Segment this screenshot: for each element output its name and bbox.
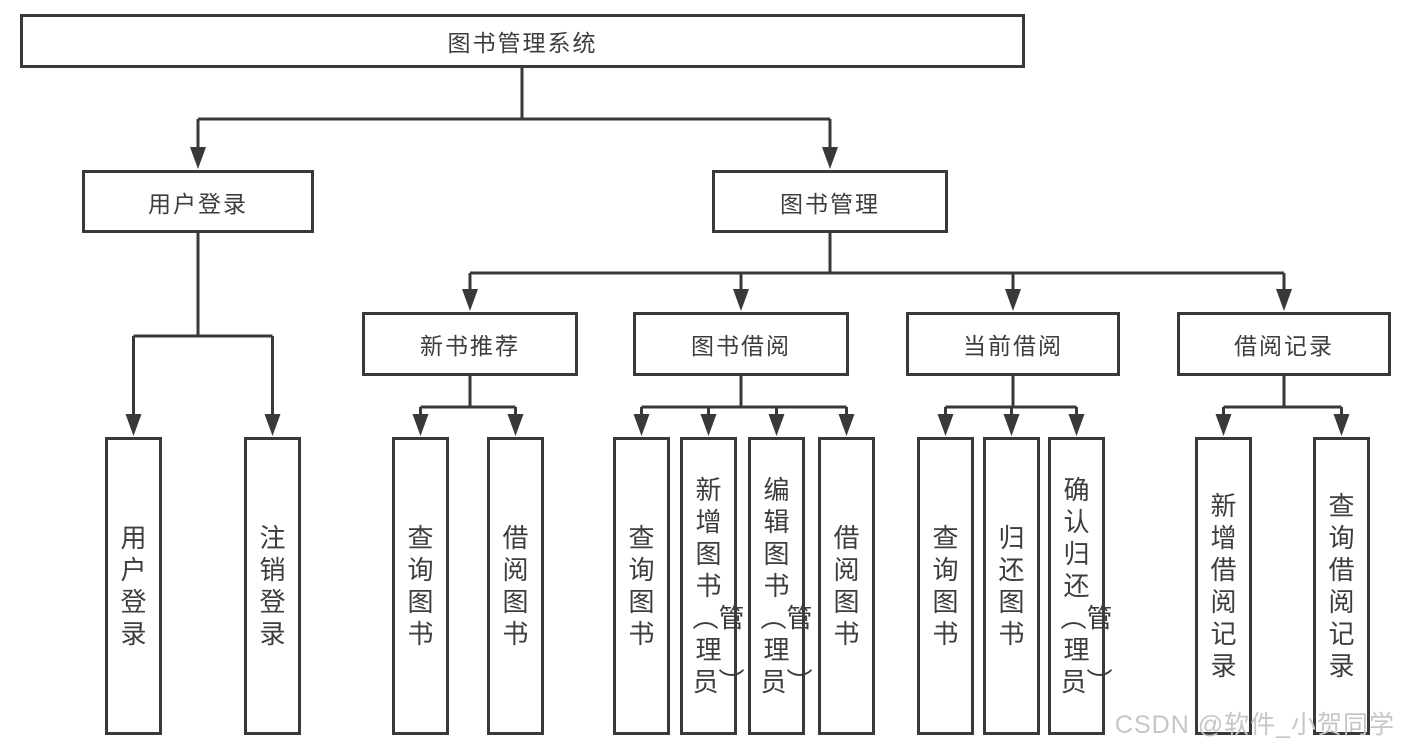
node-label: 新增借阅记录 xyxy=(1210,491,1237,681)
connector-new-book-children xyxy=(412,376,524,436)
leaf-query-book-under-new-book: 查询图书 xyxy=(392,437,449,735)
node-label: 图书管理 xyxy=(780,190,880,217)
arrowhead xyxy=(700,414,717,436)
arrowhead xyxy=(1276,289,1292,311)
node-label: 查询图书 xyxy=(628,523,655,649)
connector-borrow-records-children xyxy=(1215,376,1350,436)
node-label: 用户登录 xyxy=(148,190,248,217)
arrowhead xyxy=(1215,414,1232,436)
leaf-add-book-admin: 新增图书︵管理员︶ xyxy=(680,437,745,735)
leaf-add-borrow-record: 新增借阅记录 xyxy=(1195,437,1252,735)
node-label: 查询图书 xyxy=(407,523,434,649)
connector-book-borrow-children xyxy=(633,376,855,436)
leaf-query-book-under-book-borrow: 查询图书 xyxy=(613,437,670,735)
arrowhead xyxy=(264,414,281,436)
node-label: 借阅图书 xyxy=(502,523,529,649)
leaf-borrow-book-under-book-borrow: 借阅图书 xyxy=(818,437,875,735)
leaf-confirm-return-admin: 确认归还︵管理员︶ xyxy=(1048,437,1113,735)
leaf-user-login: 用户登录 xyxy=(105,437,162,735)
node-current-borrow: 当前借阅 xyxy=(906,312,1120,376)
node-label: 确认归还︵管理员︶ xyxy=(1060,475,1113,697)
connector-book-management-children xyxy=(462,233,1292,311)
node-label: 借阅记录 xyxy=(1234,333,1334,359)
node-label: 图书借阅 xyxy=(691,333,791,359)
node-label: 图书管理系统 xyxy=(447,30,598,56)
node-user-login: 用户登录 xyxy=(82,170,314,233)
leaf-query-borrow-record: 查询借阅记录 xyxy=(1313,437,1370,735)
arrowhead xyxy=(412,414,429,436)
node-label: 用户登录 xyxy=(120,523,147,649)
arrowhead xyxy=(1068,414,1085,436)
leaf-logout: 注销登录 xyxy=(244,437,301,735)
arrowhead xyxy=(507,414,524,436)
node-label: 编辑图书︵管理员︶ xyxy=(760,475,813,697)
arrowhead xyxy=(190,147,206,169)
node-new-book-recommend: 新书推荐 xyxy=(362,312,578,376)
arrowhead xyxy=(1005,289,1021,311)
arrowhead xyxy=(733,289,749,311)
leaf-borrow-book-under-new-book: 借阅图书 xyxy=(487,437,544,735)
node-root-library-management-system: 图书管理系统 xyxy=(20,14,1025,68)
arrowhead xyxy=(838,414,855,436)
node-label: 查询图书 xyxy=(932,523,959,649)
arrowhead xyxy=(822,147,838,169)
node-book-borrow: 图书借阅 xyxy=(633,312,849,376)
node-label: 注销登录 xyxy=(259,523,286,649)
arrowhead xyxy=(1003,414,1020,436)
node-label: 新增图书︵管理员︶ xyxy=(692,475,745,697)
leaf-query-book-under-current-borrow: 查询图书 xyxy=(917,437,974,735)
csdn-watermark: CSDN @软件_小贺同学 xyxy=(1114,711,1395,739)
arrowhead xyxy=(462,289,478,311)
node-label: 归还图书 xyxy=(998,523,1025,649)
leaf-return-book: 归还图书 xyxy=(983,437,1040,735)
arrowhead xyxy=(633,414,650,436)
node-label: 查询借阅记录 xyxy=(1328,491,1355,681)
arrowhead xyxy=(125,414,142,436)
arrowhead xyxy=(1333,414,1350,436)
connector-root-to-level2 xyxy=(190,68,838,169)
connector-current-borrow-children xyxy=(937,376,1085,436)
arrowhead xyxy=(937,414,954,436)
node-label: 借阅图书 xyxy=(833,523,860,649)
leaf-edit-book-admin: 编辑图书︵管理员︶ xyxy=(748,437,813,735)
node-label: 当前借阅 xyxy=(963,333,1063,359)
connector-user-login-children xyxy=(125,233,281,436)
arrowhead xyxy=(768,414,785,436)
node-label: 新书推荐 xyxy=(420,333,520,359)
node-borrow-records: 借阅记录 xyxy=(1177,312,1391,376)
node-book-management: 图书管理 xyxy=(712,170,948,233)
